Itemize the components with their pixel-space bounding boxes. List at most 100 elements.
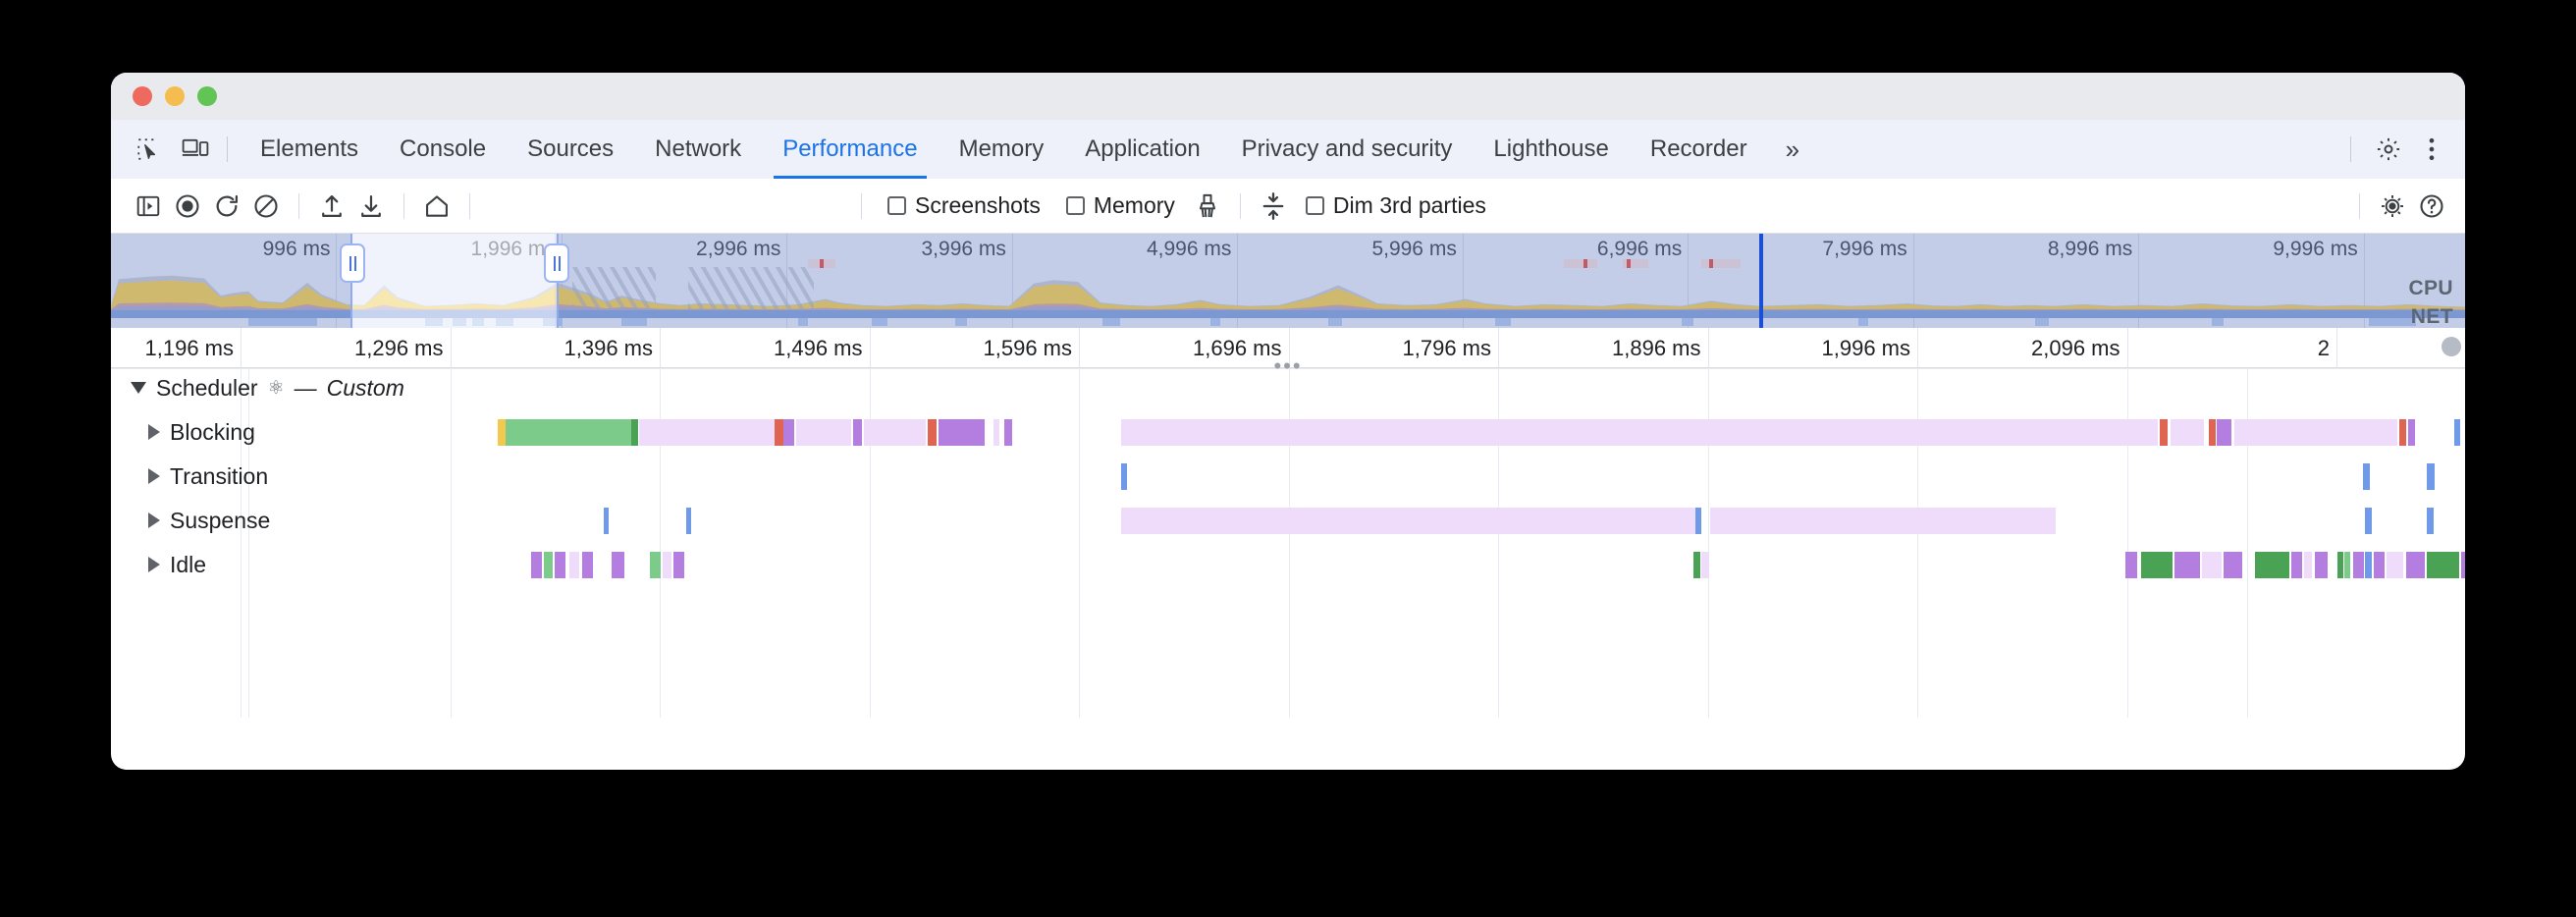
- flame-bar[interactable]: [531, 552, 542, 578]
- load-profile-button[interactable]: [312, 187, 351, 226]
- flame-bar[interactable]: [1710, 508, 2057, 534]
- flame-bar[interactable]: [2454, 419, 2460, 446]
- flame-bar[interactable]: [2233, 419, 2397, 446]
- overview-window-left-handle[interactable]: [340, 243, 365, 283]
- tab-memory[interactable]: Memory: [958, 135, 1045, 162]
- pane-resize-handle[interactable]: •••: [1273, 353, 1303, 378]
- track-idle-label[interactable]: Idle: [148, 545, 206, 584]
- flame-bar[interactable]: [2427, 463, 2435, 490]
- chevron-right-icon[interactable]: [148, 557, 160, 572]
- flame-bar[interactable]: [603, 508, 609, 534]
- track-suspense-label[interactable]: Suspense: [148, 501, 270, 540]
- collapse-rows-icon[interactable]: [1254, 187, 1293, 226]
- flame-bar[interactable]: [2314, 552, 2328, 578]
- tab-recorder[interactable]: Recorder: [1649, 135, 1747, 162]
- settings-gear-icon[interactable]: [2369, 130, 2408, 169]
- flame-bar[interactable]: [796, 419, 852, 446]
- flame-bar[interactable]: [2255, 552, 2289, 578]
- flame-bar[interactable]: [1120, 463, 1128, 490]
- chevron-right-icon[interactable]: [148, 512, 160, 528]
- flame-bar[interactable]: [2387, 552, 2404, 578]
- memory-checkbox[interactable]: Memory: [1065, 192, 1175, 219]
- tab-privacy-and-security[interactable]: Privacy and security: [1241, 135, 1453, 162]
- track-transition-label[interactable]: Transition: [148, 457, 268, 496]
- flame-bar[interactable]: [2223, 552, 2243, 578]
- reload-and-record-button[interactable]: [207, 187, 246, 226]
- flame-bar[interactable]: [993, 419, 1000, 446]
- flame-bar[interactable]: [2170, 419, 2205, 446]
- chevron-down-icon[interactable]: [131, 382, 146, 394]
- flame-bar[interactable]: [497, 419, 508, 446]
- track-transition[interactable]: Transition: [111, 457, 2465, 496]
- flame-bar[interactable]: [2399, 419, 2406, 446]
- flame-bar[interactable]: [1694, 508, 1702, 534]
- tab-sources[interactable]: Sources: [527, 135, 615, 162]
- flame-chart[interactable]: Scheduler ⚛ — Custom Blocking Transition: [111, 368, 2465, 718]
- memory-checkbox-box[interactable]: [1065, 196, 1085, 215]
- flame-bar[interactable]: [2140, 552, 2173, 578]
- chevron-right-icon[interactable]: [148, 468, 160, 484]
- horizontal-scroll-thumb[interactable]: [2442, 337, 2461, 356]
- flame-bar[interactable]: [2159, 419, 2168, 446]
- flame-bar[interactable]: [2202, 552, 2222, 578]
- flame-bar[interactable]: [2460, 552, 2465, 578]
- home-button[interactable]: [417, 187, 456, 226]
- inspect-element-icon[interactable]: [129, 130, 168, 169]
- flame-bar[interactable]: [663, 552, 671, 578]
- flame-bar[interactable]: [1692, 552, 1701, 578]
- flame-bar[interactable]: [2303, 552, 2313, 578]
- more-tabs-icon[interactable]: »: [1785, 134, 1800, 164]
- flame-bar[interactable]: [2365, 552, 2372, 578]
- flame-bar[interactable]: [2407, 419, 2416, 446]
- flame-bar[interactable]: [1120, 508, 1695, 534]
- flame-bar[interactable]: [2217, 419, 2232, 446]
- flame-bar[interactable]: [928, 419, 937, 446]
- track-blocking[interactable]: Blocking: [111, 412, 2465, 452]
- track-suspense[interactable]: Suspense: [111, 501, 2465, 540]
- dim-3rd-parties-checkbox-box[interactable]: [1305, 196, 1324, 215]
- track-group-scheduler[interactable]: Scheduler ⚛ — Custom: [111, 368, 2465, 407]
- flame-bar[interactable]: [2363, 463, 2370, 490]
- screenshots-checkbox[interactable]: Screenshots: [887, 192, 1041, 219]
- flame-bar[interactable]: [2337, 552, 2343, 578]
- flame-bar[interactable]: [2365, 508, 2372, 534]
- flame-bar[interactable]: [1003, 419, 1013, 446]
- minimize-window-button[interactable]: [165, 86, 185, 106]
- flame-bar[interactable]: [650, 552, 661, 578]
- track-blocking-label[interactable]: Blocking: [148, 412, 255, 452]
- close-window-button[interactable]: [133, 86, 152, 106]
- chevron-right-icon[interactable]: [148, 424, 160, 440]
- overview-window-right-handle[interactable]: [544, 243, 569, 283]
- flame-bar[interactable]: [506, 419, 631, 446]
- flame-bar[interactable]: [1701, 552, 1709, 578]
- flame-bar[interactable]: [581, 552, 593, 578]
- scheduler-group-label[interactable]: Scheduler ⚛ — Custom: [131, 368, 404, 407]
- record-button[interactable]: [168, 187, 207, 226]
- dim-3rd-parties-checkbox[interactable]: Dim 3rd parties: [1305, 192, 1486, 219]
- flame-bar[interactable]: [2343, 552, 2351, 578]
- clear-button[interactable]: [246, 187, 286, 226]
- tab-console[interactable]: Console: [400, 135, 487, 162]
- capture-settings-gear-icon[interactable]: [2373, 187, 2412, 226]
- flame-bar[interactable]: [938, 419, 986, 446]
- flame-bar[interactable]: [685, 508, 692, 534]
- flame-bar[interactable]: [864, 419, 926, 446]
- flame-bar[interactable]: [2427, 552, 2459, 578]
- flame-bar[interactable]: [672, 552, 684, 578]
- flame-bar[interactable]: [2125, 552, 2138, 578]
- toggle-sidebar-button[interactable]: [129, 187, 168, 226]
- screenshots-checkbox-box[interactable]: [887, 196, 906, 215]
- tab-application[interactable]: Application: [1085, 135, 1201, 162]
- flame-bar[interactable]: [630, 419, 639, 446]
- flame-bar[interactable]: [612, 552, 625, 578]
- flame-bar[interactable]: [544, 552, 553, 578]
- track-idle[interactable]: Idle: [111, 545, 2465, 584]
- device-toolbar-icon[interactable]: [176, 130, 215, 169]
- more-options-icon[interactable]: [2412, 130, 2451, 169]
- tab-lighthouse[interactable]: Lighthouse: [1493, 135, 1609, 162]
- flame-bar[interactable]: [2427, 508, 2434, 534]
- flame-bar[interactable]: [853, 419, 863, 446]
- flame-bar[interactable]: [775, 419, 784, 446]
